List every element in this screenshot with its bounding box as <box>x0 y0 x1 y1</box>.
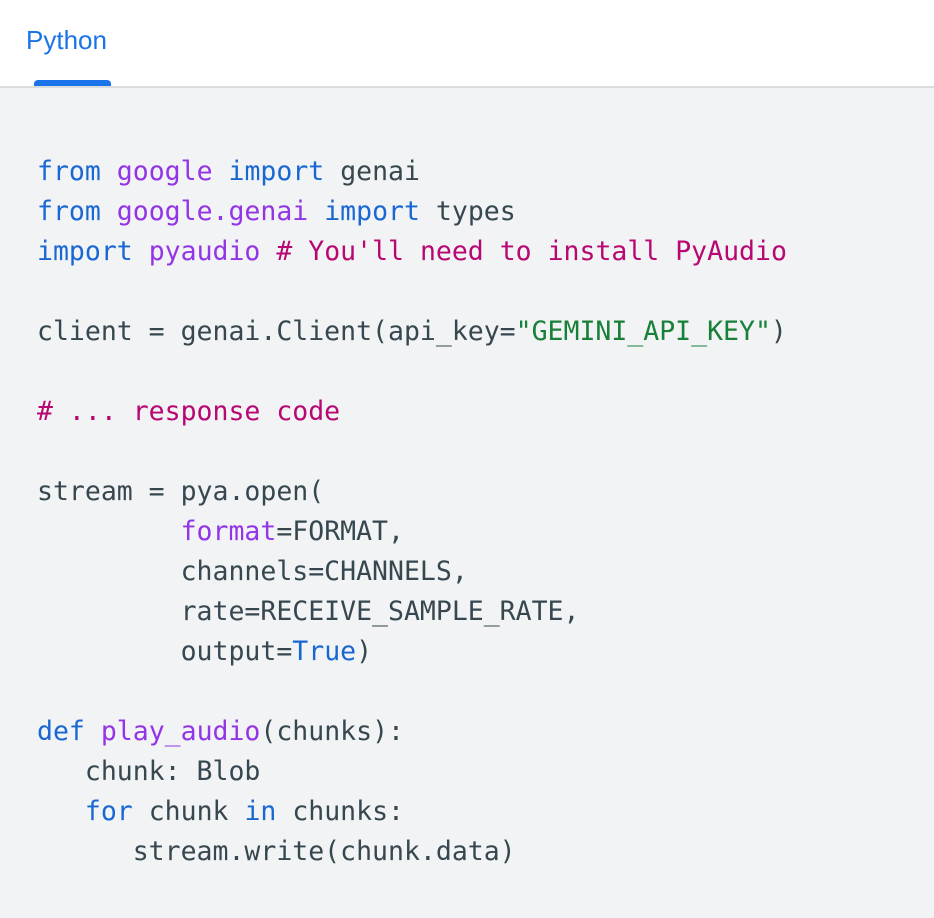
tab-python[interactable]: Python <box>26 25 107 55</box>
code-line <box>37 672 787 712</box>
code-token <box>85 716 101 747</box>
code-token: stream = pya.open( <box>37 476 325 507</box>
code-token <box>308 196 324 227</box>
code-token: client = genai.Client(api_key= <box>37 316 516 347</box>
code-line: channels=CHANNELS, <box>37 552 787 592</box>
code-line: from google.genai import types <box>37 192 787 232</box>
code-line: format=FORMAT, <box>37 512 787 552</box>
code-token: ) <box>356 636 373 667</box>
code-line: rate=RECEIVE_SAMPLE_RATE, <box>37 592 787 632</box>
code-token: for <box>84 796 133 827</box>
code-token: google <box>116 156 213 187</box>
code-token: =FORMAT, <box>276 516 404 547</box>
active-tab-indicator <box>34 80 111 86</box>
code-token: ) <box>770 316 787 347</box>
code-token: from <box>37 156 101 187</box>
code-token: "GEMINI_API_KEY" <box>515 316 771 347</box>
code-token: chunk: Blob <box>37 756 261 787</box>
code-token <box>260 236 276 267</box>
tab-bar: Python <box>0 0 934 88</box>
code-token: True <box>292 636 357 667</box>
code-line: # ... response code <box>37 392 787 432</box>
code-token: import <box>37 236 133 267</box>
code-line: chunk: Blob <box>37 752 787 792</box>
code-token <box>37 796 85 827</box>
code-token <box>101 156 117 187</box>
code-token: chunks: <box>276 796 404 827</box>
code-token: import <box>324 196 420 227</box>
code-line: from google import genai <box>37 152 787 192</box>
code-token: # ... response code <box>37 396 341 427</box>
code-token: rate=RECEIVE_SAMPLE_RATE, <box>37 596 580 627</box>
code-token: genai <box>324 156 420 187</box>
code-token: # You'll need to install PyAudio <box>276 236 787 267</box>
code-line <box>37 272 787 312</box>
code-line <box>37 432 787 472</box>
code-token <box>37 516 181 547</box>
code-line: output=True) <box>37 632 787 672</box>
code-token: types <box>419 196 516 227</box>
code-token <box>101 196 117 227</box>
code-token: channels=CHANNELS, <box>37 556 468 587</box>
code-token: format <box>180 516 277 547</box>
code-token: output= <box>37 636 293 667</box>
code-line <box>37 352 787 392</box>
code-token: stream.write(chunk.data) <box>37 836 516 867</box>
code-token: chunk <box>132 796 245 827</box>
code-line: for chunk in chunks: <box>37 792 787 832</box>
code-line: stream = pya.open( <box>37 472 787 512</box>
code-token: in <box>244 796 277 827</box>
code-token: (chunks): <box>260 716 404 747</box>
code-token: import <box>228 156 325 187</box>
code-line: stream.write(chunk.data) <box>37 832 787 872</box>
code-line: client = genai.Client(api_key="GEMINI_AP… <box>37 312 787 352</box>
code-token <box>133 236 149 267</box>
code-token <box>213 156 229 187</box>
code-token: play_audio <box>100 716 261 747</box>
code-token: google.genai <box>116 196 309 227</box>
code-token: from <box>37 196 101 227</box>
code-token: pyaudio <box>148 236 261 267</box>
code-line: import pyaudio # You'll need to install … <box>37 232 787 272</box>
code-token: def <box>37 716 85 747</box>
code-line: def play_audio(chunks): <box>37 712 787 752</box>
